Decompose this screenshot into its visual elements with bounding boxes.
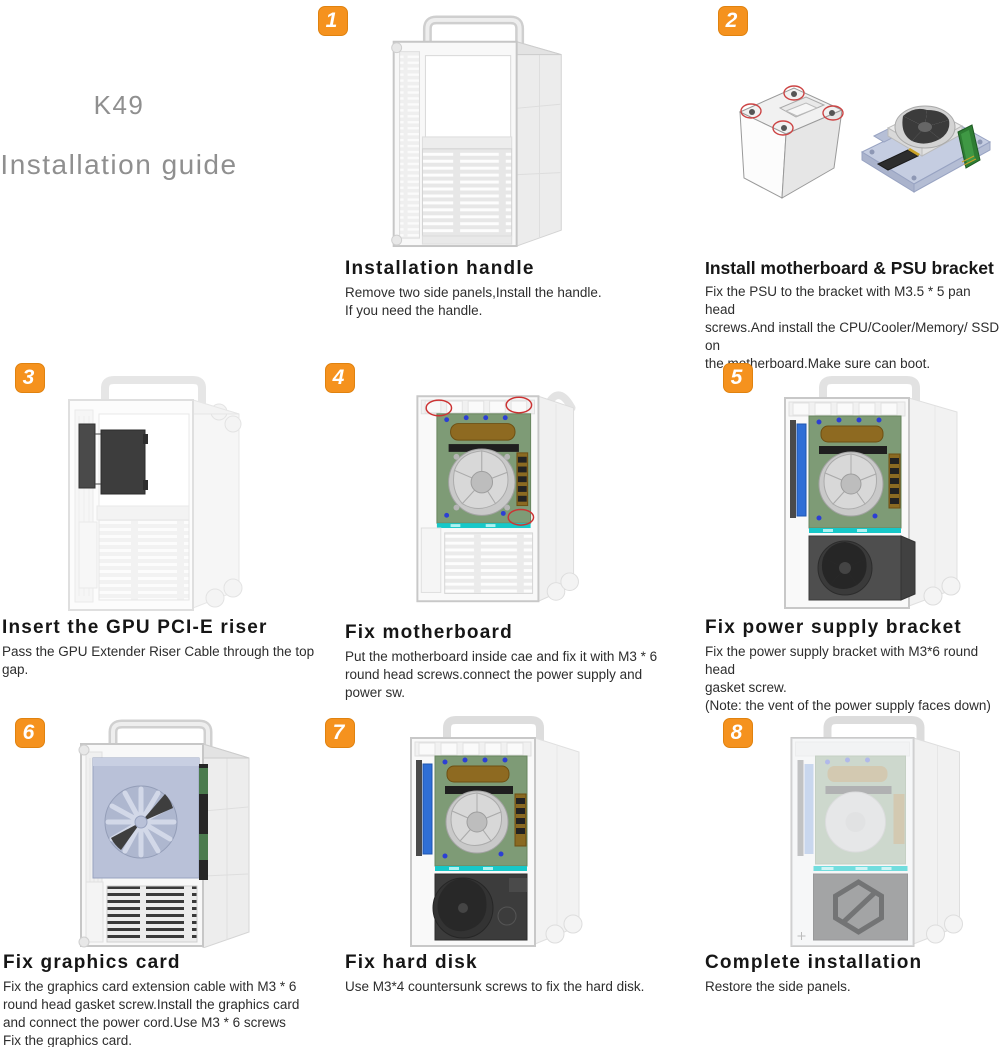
step-2-text: Install motherboard & PSU bracket Fix th… (705, 258, 1000, 373)
step-5-title: Fix power supply bracket (705, 617, 962, 638)
step-2-body: Fix the PSU to the bracket with M3.5 * 5… (705, 284, 1000, 371)
step-5-body: Fix the power supply bracket with M3*6 r… (705, 644, 991, 713)
step-8-complete-case-illustration (790, 716, 963, 947)
step-7-body: Use M3*4 countersunk screws to fix the h… (345, 979, 645, 994)
step-2-title: Install motherboard & PSU bracket (705, 258, 994, 278)
product-name: K49 (93, 90, 145, 120)
step-5-text: Fix power supply bracket Fix the power s… (705, 617, 1000, 715)
step-4-title: Fix motherboard (345, 622, 513, 643)
step-4-motherboard-illustration (416, 391, 579, 603)
step-2-badge: 2 (718, 6, 748, 36)
step-5-badge: 5 (723, 363, 753, 393)
step-7-badge: 7 (325, 718, 355, 748)
step-6-body: Fix the graphics card extension cable wi… (3, 979, 300, 1047)
page-title: K49 Installation guide (0, 90, 238, 181)
step-5-power-supply-illustration (784, 376, 961, 609)
step-7-text: Fix hard disk Use M3*4 countersunk screw… (345, 952, 677, 996)
guide-title: Installation guide (0, 149, 238, 180)
step-4-badge: 4 (325, 363, 355, 393)
step-6-text: Fix graphics card Fix the graphics card … (3, 952, 325, 1047)
step-7-hard-disk-illustration (410, 716, 583, 947)
step-2-psu-motherboard-illustration (738, 85, 992, 199)
step-6-graphics-card-illustration (78, 719, 250, 948)
step-1-text: Installation handle Remove two side pane… (345, 258, 675, 320)
step-6-badge: 6 (15, 718, 45, 748)
step-3-badge: 3 (15, 363, 45, 393)
step-1-title: Installation handle (345, 258, 535, 279)
step-3-title: Insert the GPU PCI-E riser (2, 617, 268, 638)
step-1-badge: 1 (318, 6, 348, 36)
step-8-badge: 8 (723, 718, 753, 748)
step-4-text: Fix motherboard Put the motherboard insi… (345, 622, 677, 702)
step-7-title: Fix hard disk (345, 952, 478, 973)
step-3-text: Insert the GPU PCI-E riser Pass the GPU … (2, 617, 324, 679)
step-3-body: Pass the GPU Extender Riser Cable throug… (2, 644, 315, 677)
step-1-body: Remove two side panels,Install the handl… (345, 285, 602, 318)
step-3-case-riser-illustration (68, 376, 243, 611)
step-8-text: Complete installation Restore the side p… (705, 952, 1000, 996)
step-8-body: Restore the side panels. (705, 979, 851, 994)
step-1-case-illustration (391, 15, 562, 248)
step-8-title: Complete installation (705, 952, 923, 973)
step-4-body: Put the motherboard inside cae and fix i… (345, 649, 658, 700)
step-6-title: Fix graphics card (3, 952, 181, 973)
